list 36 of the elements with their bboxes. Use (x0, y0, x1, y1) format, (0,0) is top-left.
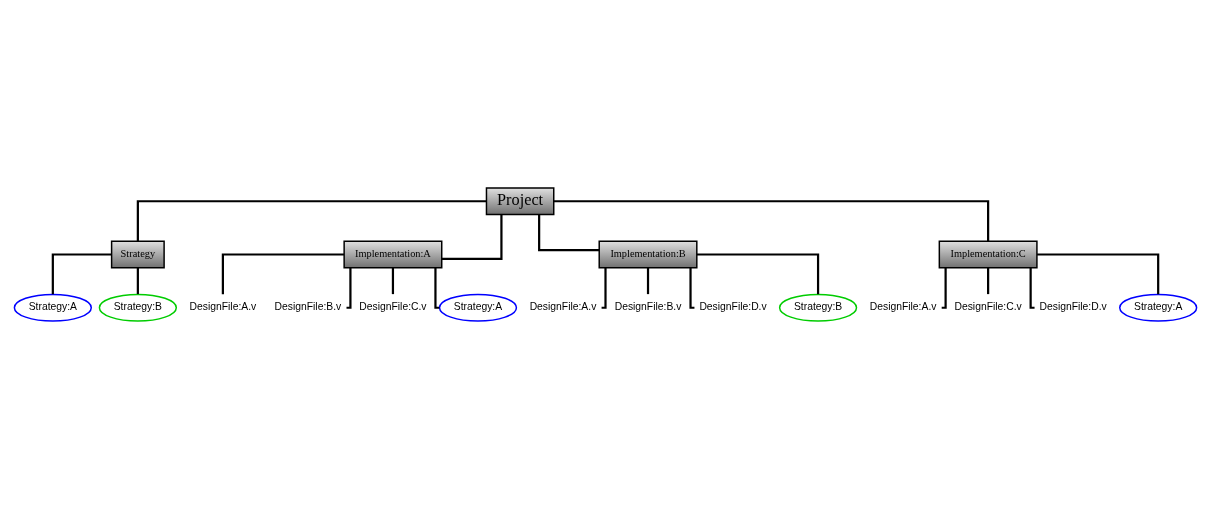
node-text: DesignFile:C.v (359, 300, 427, 312)
node-ellipse: Strategy:B (778, 293, 858, 322)
connector (646, 267, 650, 294)
connector (601, 267, 607, 309)
node-text: DesignFile:A.v (529, 300, 597, 312)
connector (1037, 252, 1160, 294)
node-box: Project (485, 186, 555, 215)
node-ellipse: Strategy:B (98, 293, 178, 322)
node-ellipse: Strategy:A (438, 293, 518, 322)
connector (689, 267, 695, 309)
node-ellipse: Strategy:A (13, 293, 92, 322)
connector (346, 267, 352, 309)
connector (434, 267, 440, 309)
node-box: Implementation:C (938, 239, 1038, 269)
connector (553, 199, 990, 241)
node-text: DesignFile:B.v (614, 300, 682, 312)
node-text: DesignFile:D.v (1039, 300, 1107, 312)
connector (696, 252, 820, 294)
node-text: DesignFile:A.v (189, 300, 257, 312)
connector (136, 199, 487, 241)
node-ellipse: Strategy:A (1119, 293, 1198, 322)
node-box: Strategy (110, 239, 165, 269)
connector (441, 214, 503, 260)
connector (987, 267, 990, 294)
node-box: Implementation:B (598, 239, 698, 269)
node-text: DesignFile:B.v (274, 300, 342, 312)
connector (221, 252, 344, 294)
node-text: DesignFile:C.v (954, 300, 1022, 312)
node-text: DesignFile:D.v (699, 300, 767, 312)
connector (51, 252, 112, 294)
node-text: DesignFile:A.v (869, 300, 937, 312)
connector (136, 267, 139, 294)
connector (941, 267, 947, 309)
connector (538, 214, 599, 251)
node-box: Implementation:A (343, 239, 443, 269)
connector (391, 267, 395, 294)
